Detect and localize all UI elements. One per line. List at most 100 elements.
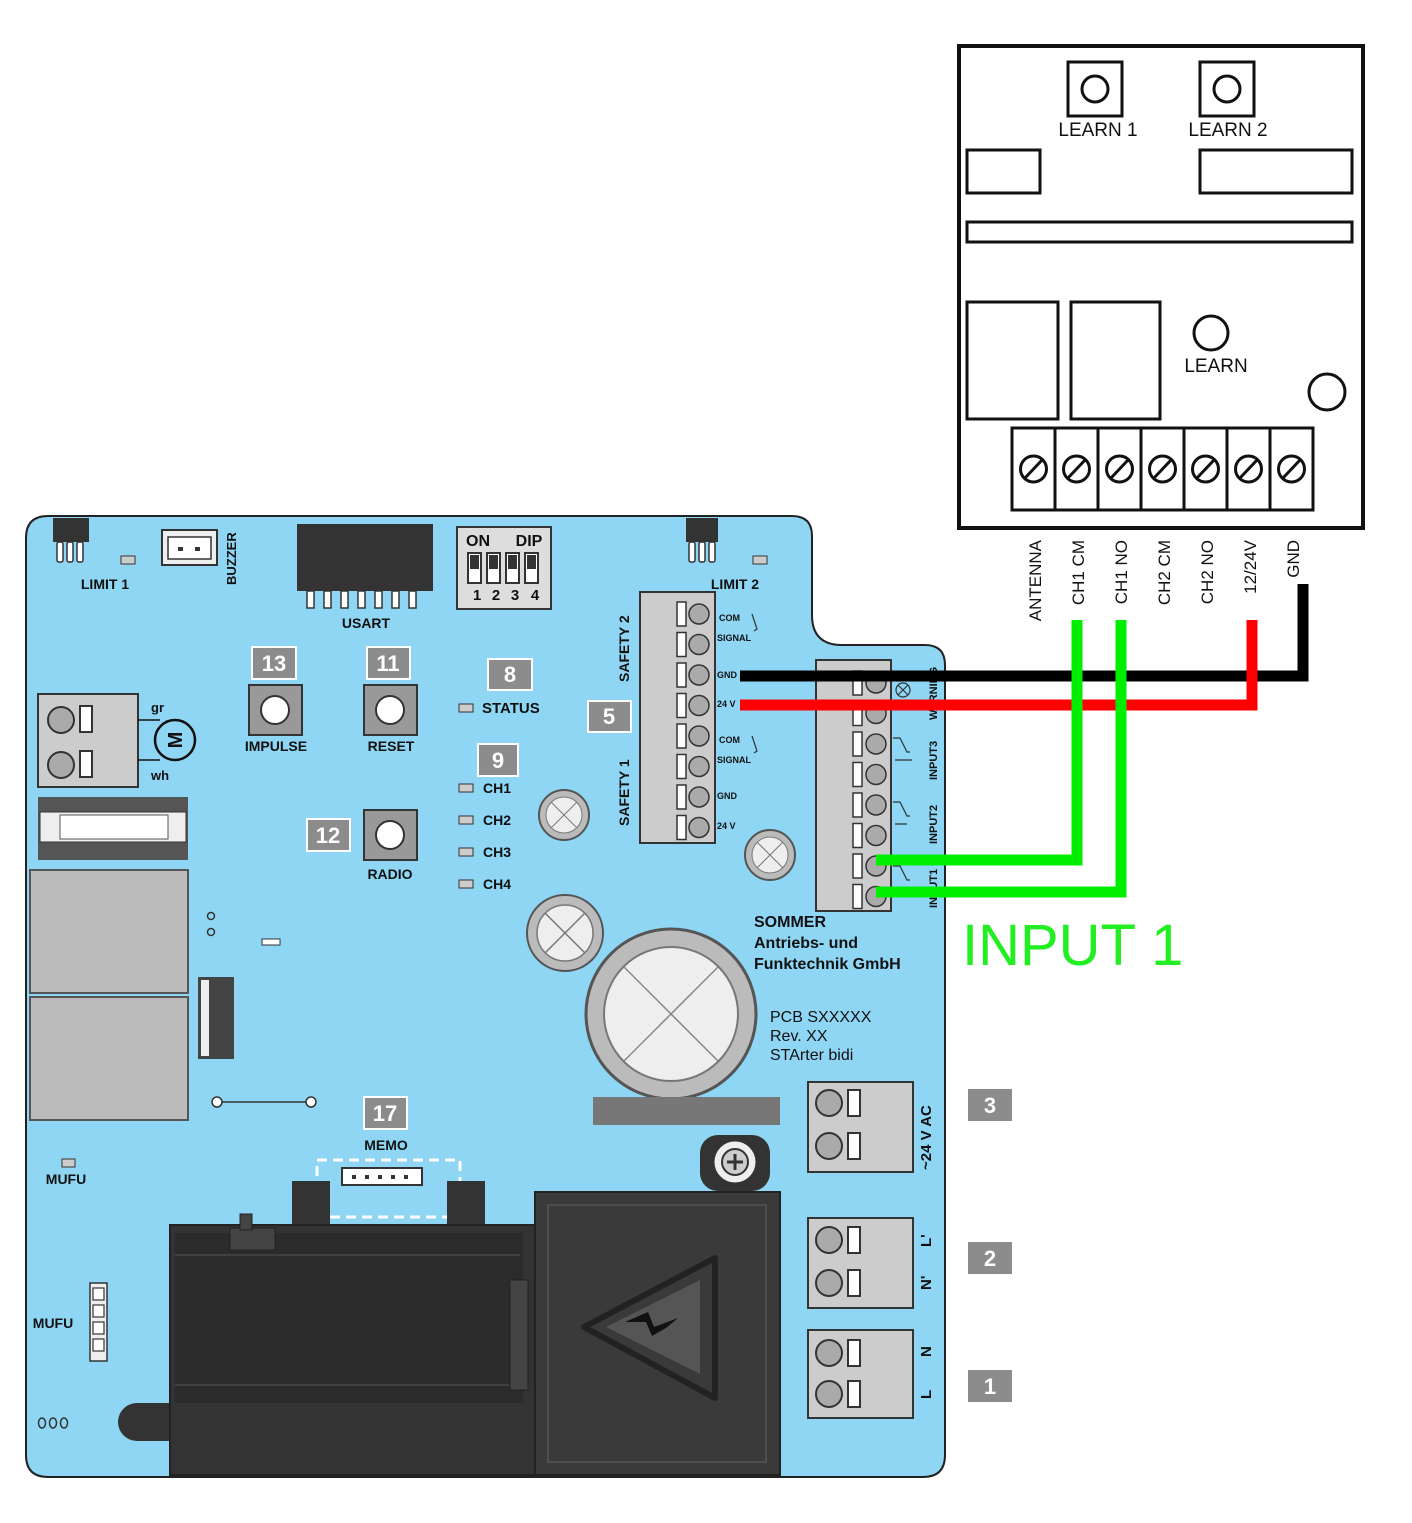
receiver-terminal-block xyxy=(1010,426,1315,512)
ch4-led xyxy=(458,879,474,889)
badge-12 xyxy=(306,818,351,852)
badge-8 xyxy=(487,658,533,691)
motor-symbol xyxy=(153,718,197,762)
limit2-led xyxy=(752,555,768,565)
receiver-pin-labels: ANTENNA CH1 CM CH1 NO CH2 CM CH2 NO 12/2… xyxy=(1026,539,1303,621)
learn2-label: LEARN 2 xyxy=(1188,120,1267,141)
reset-label: RESET xyxy=(368,738,415,754)
safety2-pin-24v: 24 V xyxy=(717,699,736,709)
ch1-led xyxy=(458,783,474,793)
input-pin-slot xyxy=(852,883,863,910)
limit1-label: LIMIT 1 xyxy=(81,576,129,592)
receiver-relay-2 xyxy=(1069,300,1162,421)
safety-pin-screw xyxy=(688,694,710,717)
terminal-screw-slot xyxy=(1109,458,1130,480)
safety2-label: SAFETY 2 xyxy=(616,615,632,682)
safety1-pin-signal: SIGNAL xyxy=(717,755,752,765)
dip-number-1: 1 xyxy=(473,587,481,604)
input-pin-slot xyxy=(852,731,863,757)
safety1-pin-24v: 24 V xyxy=(717,821,736,831)
badge-11 xyxy=(366,646,411,680)
terminal-screw-slot xyxy=(1281,458,1302,480)
receiver-component xyxy=(1198,148,1354,195)
radio-button[interactable] xyxy=(363,809,418,861)
safety-pin-screw xyxy=(688,633,710,656)
reset-button[interactable] xyxy=(363,684,418,736)
status-label: STATUS xyxy=(482,700,540,717)
safety2-pin-gnd: GND xyxy=(717,670,738,680)
safety-pin-slot xyxy=(676,601,687,627)
input-pin-screw xyxy=(865,763,887,786)
input-pin-slot xyxy=(852,761,863,788)
pcb-model: STArter bidi xyxy=(770,1047,853,1064)
safety-pin-slot xyxy=(676,814,687,841)
receiver-strip xyxy=(965,220,1354,244)
wire-ch1-no xyxy=(876,620,1127,898)
usart-pins xyxy=(306,590,417,609)
badge-3-text: 3 xyxy=(984,1093,996,1118)
screw-small-1 xyxy=(538,789,590,841)
ch2-label: CH2 xyxy=(483,812,511,828)
safety-pin-screw xyxy=(688,786,710,808)
ac24-label: ~24 V AC xyxy=(918,1105,935,1170)
learn-button[interactable] xyxy=(1192,314,1230,352)
mains-terminal xyxy=(807,1329,914,1419)
wire-ch1-cm xyxy=(876,620,1083,866)
ch1-label: CH1 xyxy=(483,780,511,796)
limit1-connector xyxy=(53,518,89,542)
pin-label-ch1-cm: CH1 CM xyxy=(1069,540,1088,605)
usart-connector xyxy=(297,524,433,591)
limit2-connector xyxy=(686,518,718,542)
buzzer-label: BUZZER xyxy=(224,532,239,585)
power-supply-housing xyxy=(118,1135,781,1476)
mufu-led xyxy=(61,1158,76,1168)
input-pin-slot xyxy=(852,792,863,818)
radio-receiver: LEARN 1 LEARN 2 LEARN ANTENNA CH1 CM CH1… xyxy=(957,44,1365,621)
safety-pin-screw xyxy=(688,664,710,686)
input-symbols xyxy=(893,682,912,881)
badge-1-text: 1 xyxy=(984,1374,996,1399)
safety-pin-slot xyxy=(676,753,687,780)
lprime-nprime-terminal xyxy=(807,1217,914,1309)
pcb-id: PCB SXXXXX xyxy=(770,1009,872,1026)
memo-label: MEMO xyxy=(364,1137,408,1153)
badge-13 xyxy=(251,646,297,680)
terminal-screw-slot xyxy=(1195,458,1216,480)
learn2-button-knob xyxy=(1212,74,1242,104)
safety-pin-column xyxy=(676,601,710,841)
input3-label: INPUT3 xyxy=(928,741,940,780)
badge-2-text: 2 xyxy=(984,1246,996,1271)
input-pin-screw xyxy=(865,733,887,755)
safety1-pin-gnd: GND xyxy=(717,791,738,801)
company-line-2: Antriebs- und xyxy=(754,935,858,952)
ch4-label: CH4 xyxy=(483,876,511,892)
safety-pin-slot xyxy=(676,784,687,810)
heatsink-bar xyxy=(593,1097,780,1125)
badge-2 xyxy=(968,1242,1012,1274)
motor-letter: M xyxy=(165,732,187,749)
badge-13-text: 13 xyxy=(262,651,286,676)
badge-3 xyxy=(968,1089,1012,1121)
safety2-pin-com: COM xyxy=(719,613,740,623)
safety-pin-screw xyxy=(688,603,710,625)
impulse-button[interactable] xyxy=(248,684,303,736)
badge-5-text: 5 xyxy=(603,704,615,729)
radio-label: RADIO xyxy=(367,866,412,882)
badge-1 xyxy=(968,1370,1012,1402)
usart-label: USART xyxy=(342,615,391,631)
ch3-label: CH3 xyxy=(483,844,511,860)
component-block-lower xyxy=(29,996,189,1121)
safety-pin-screw xyxy=(688,725,710,747)
safety-pin-slot xyxy=(676,631,687,658)
dip-number-2: 2 xyxy=(492,587,500,604)
safety-pin-slot xyxy=(676,662,687,688)
ac24-terminal xyxy=(807,1081,914,1173)
pin-label-12-24v: 12/24V xyxy=(1241,539,1260,594)
ch3-led xyxy=(458,847,474,857)
company-line-1: SOMMER xyxy=(754,914,826,931)
input2-label: INPUT2 xyxy=(928,805,940,844)
receiver-relay-1 xyxy=(965,300,1060,421)
status-led xyxy=(458,703,474,713)
